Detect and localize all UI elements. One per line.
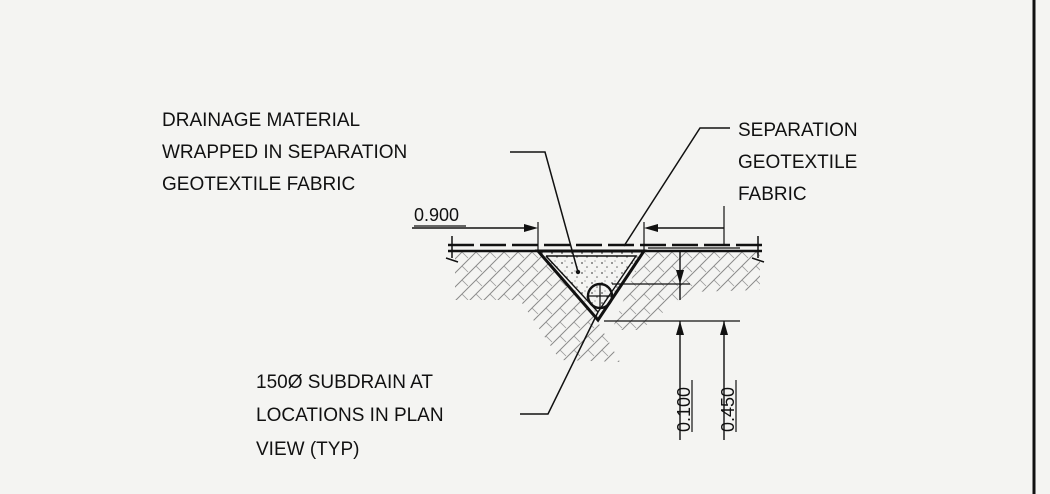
callout-subdrain-leader bbox=[520, 311, 599, 415]
callout-drainage-line-3: GEOTEXTILE FABRIC bbox=[162, 174, 355, 195]
dim-0900-arrow-left bbox=[524, 224, 538, 232]
v-trench-outline bbox=[534, 249, 647, 323]
dim-0450-text: 0.450 bbox=[718, 387, 738, 432]
callout-drainage-leader-dot bbox=[575, 269, 581, 275]
dim-0900-arrow-right bbox=[644, 224, 658, 232]
callout-separation-line-2: GEOTEXTILE bbox=[738, 152, 857, 173]
dim-0100-text: 0.100 bbox=[674, 387, 694, 432]
soil-hatch-right bbox=[612, 252, 760, 330]
callout-drainage-leader bbox=[510, 151, 579, 273]
callout-separation-line-3: FABRIC bbox=[738, 184, 807, 205]
break-mark-right bbox=[751, 236, 765, 263]
drainage-material-fill bbox=[540, 252, 642, 318]
callout-subdrain-line-1: 150Ø SUBDRAIN AT bbox=[256, 372, 433, 393]
soil-hatch-left bbox=[455, 252, 620, 362]
callout-drainage-line-1: DRAINAGE MATERIAL bbox=[162, 110, 360, 131]
callout-subdrain-line-3: VIEW (TYP) bbox=[256, 439, 359, 460]
callout-subdrain-line-2: LOCATIONS IN PLAN bbox=[256, 405, 444, 426]
dim-0100-arrow-top bbox=[676, 270, 684, 284]
callout-separation-leader bbox=[623, 127, 730, 247]
callout-drainage-line-2: WRAPPED IN SEPARATION bbox=[162, 142, 407, 163]
dim-0900-text: 0.900 bbox=[414, 205, 459, 225]
dim-0450-arrow-bottom bbox=[720, 321, 728, 335]
callout-separation-line-1: SEPARATION bbox=[738, 120, 858, 141]
dim-0100-arrow-bottom bbox=[676, 321, 684, 335]
break-mark-left bbox=[445, 236, 459, 263]
